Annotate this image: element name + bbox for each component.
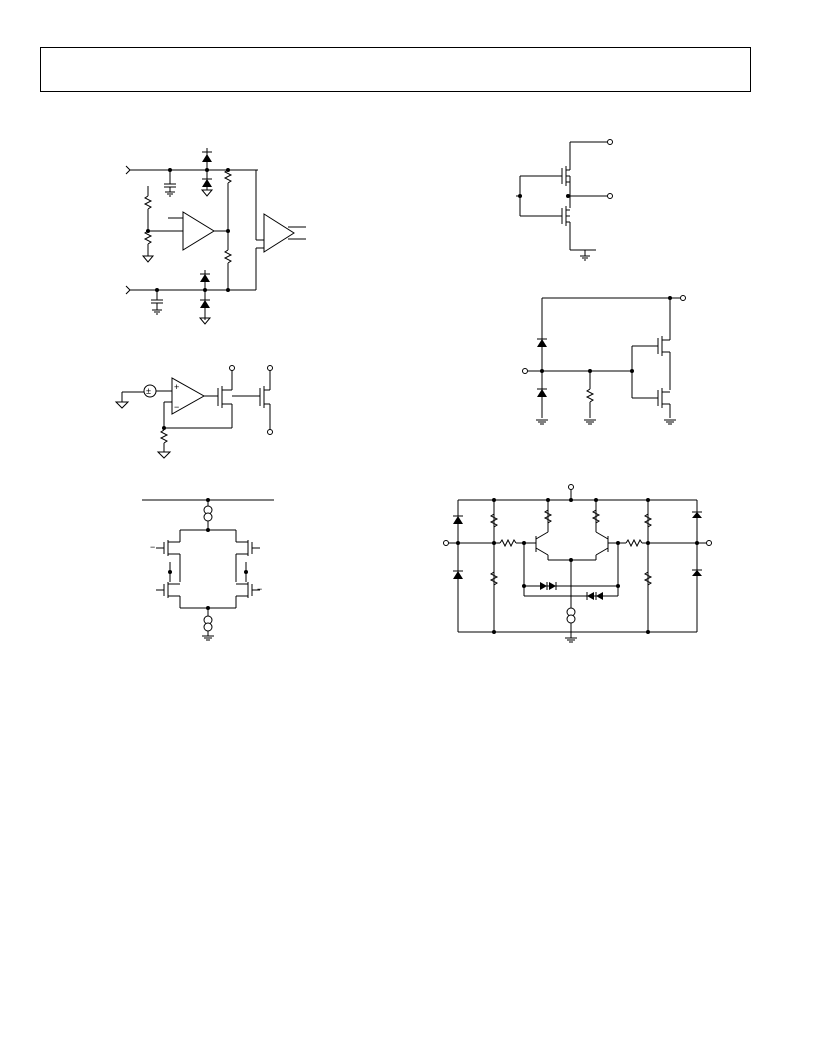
diode-clamp-lower — [537, 389, 547, 397]
opamp-triangle — [171, 377, 206, 415]
diode-top-2 — [202, 179, 212, 187]
resistor-collector-right — [591, 509, 601, 524]
resistor-left-2 — [143, 230, 153, 245]
bridge-label-left-top: − — [150, 542, 155, 552]
resistor-left-lower — [489, 571, 499, 586]
terminal-input-right — [706, 540, 712, 546]
terminal-supply-top — [568, 484, 574, 490]
input-arrow-bottom — [125, 285, 131, 295]
diode-pair-1a — [540, 582, 547, 590]
voltage-source-sign: ± — [146, 386, 151, 396]
resistor-series-right — [625, 538, 643, 548]
ground-source — [114, 401, 130, 409]
ground-sense — [156, 451, 172, 459]
page-header-box — [40, 47, 751, 92]
terminal-supply-1 — [229, 365, 235, 371]
resistor-right-lower — [643, 571, 653, 586]
terminal-input — [522, 368, 528, 374]
resistor-collector-left — [543, 509, 553, 524]
input-arrow-top — [125, 165, 131, 175]
figure-diode-clamped-input — [520, 292, 695, 432]
figure-opamp-mosfet-driver: ± + − — [114, 360, 284, 470]
resistor-sense — [159, 429, 169, 444]
figure-complementary-bridge: − − — [142, 492, 277, 642]
ground-left — [141, 255, 155, 263]
diode-bottom-2 — [200, 300, 210, 308]
resistor-shunt — [585, 388, 595, 403]
diode-top-1 — [202, 154, 212, 162]
figure-bipolar-differential-input — [440, 482, 720, 647]
terminal-vdd — [607, 139, 613, 145]
diode-bottom-1 — [200, 274, 210, 282]
resistor-right-1 — [223, 169, 233, 184]
resistor-series-left — [499, 538, 517, 548]
terminal-output-driver — [267, 429, 273, 435]
diode-left-lower — [453, 571, 463, 579]
opamp-minus-sign: − — [174, 402, 179, 412]
terminal-input-left — [443, 540, 449, 546]
terminal-vdd — [680, 295, 686, 301]
figure-cmos-output-stage — [508, 134, 628, 266]
schematic-mosfet-bridge: − − — [142, 498, 274, 641]
diode-pair-1b — [549, 582, 556, 590]
figure-input-protection-comparator — [118, 140, 318, 330]
amplifier-triangle — [182, 211, 215, 251]
resistor-right-upper — [643, 513, 653, 528]
comparator-triangle — [263, 213, 295, 253]
schematic-input-protection — [125, 148, 306, 325]
diode-pair-2b — [596, 592, 603, 600]
resistor-left-upper — [489, 513, 499, 528]
diode-right-lower — [692, 570, 702, 576]
opamp-plus-sign: + — [174, 382, 179, 392]
schematic-opamp-driver: ± + − — [114, 365, 273, 459]
schematic-bipolar-diff — [443, 484, 712, 643]
resistor-right-2 — [223, 249, 233, 264]
schematic-cmos-output — [516, 139, 613, 261]
terminal-output — [607, 193, 613, 199]
diode-clamp-upper — [537, 339, 547, 347]
terminal-supply-2 — [267, 365, 273, 371]
schematic-diode-clamp — [522, 295, 686, 425]
diode-left-upper — [453, 516, 463, 524]
resistor-left-1 — [143, 195, 153, 210]
diode-right-upper — [692, 512, 702, 518]
diode-pair-2a — [587, 592, 594, 600]
bridge-label-right-bottom: − — [257, 584, 262, 594]
